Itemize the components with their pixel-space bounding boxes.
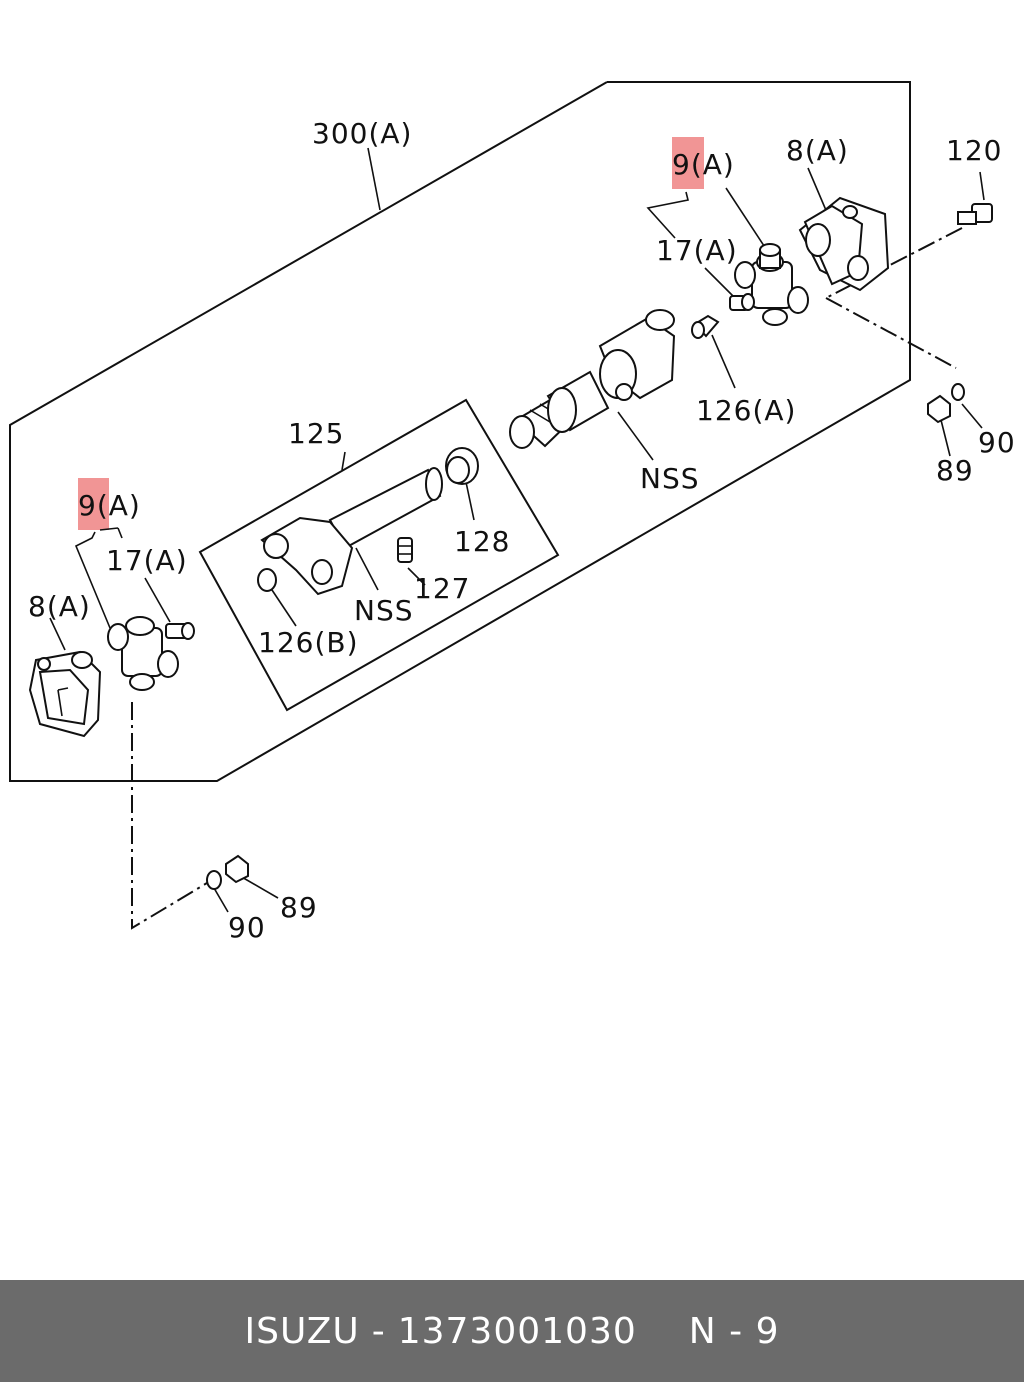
exploded-parts-diagram: 300(A) 9(A) 8(A) 120 17(A) 126(A) NSS 12… bbox=[9, 81, 1016, 944]
label-grease-fitting-rear: 17(A) bbox=[656, 234, 738, 267]
footer-bar: ISUZU - 1373001030 N - 9 bbox=[0, 1280, 1024, 1382]
center-lines bbox=[131, 227, 963, 930]
front-universal-joint-cross bbox=[107, 616, 179, 691]
footer-part-number: 1373001030 bbox=[397, 1310, 637, 1352]
label-washer-lower: 90 bbox=[228, 911, 266, 944]
label-flange-rear: 8(A) bbox=[786, 134, 849, 167]
slip-yoke-assembly bbox=[509, 309, 676, 449]
label-plug-b: 126(B) bbox=[258, 626, 359, 659]
label-cross-kit-front: 9(A) bbox=[78, 489, 141, 522]
label-flange-front: 8(A) bbox=[28, 590, 91, 623]
label-cross-kit-rear: 9(A) bbox=[672, 148, 735, 181]
tube-125 bbox=[260, 467, 443, 596]
label-grease-fitting-front: 17(A) bbox=[106, 544, 188, 577]
leader-lines bbox=[49, 147, 985, 913]
label-nss-tube: NSS bbox=[354, 594, 414, 627]
upper-nut-washer bbox=[927, 383, 965, 424]
bolt-120 bbox=[957, 203, 993, 225]
label-bolt: 120 bbox=[946, 134, 1002, 167]
highlight-marker-front bbox=[78, 478, 109, 530]
label-plug-a: 126(A) bbox=[696, 394, 796, 427]
label-tube: 125 bbox=[288, 417, 344, 450]
rear-universal-joint-cross bbox=[734, 243, 809, 326]
highlight-marker-rear bbox=[672, 137, 704, 189]
label-washer-upper: 90 bbox=[978, 426, 1016, 459]
label-fitting-127: 127 bbox=[414, 572, 470, 605]
seal-128 bbox=[445, 447, 479, 485]
rear-grease-fitting bbox=[729, 293, 755, 311]
plug-126b bbox=[257, 568, 277, 592]
label-seal: 128 bbox=[454, 525, 510, 558]
label-nut-lower: 89 bbox=[280, 891, 318, 924]
front-flange-yoke bbox=[28, 650, 102, 738]
label-nut-upper: 89 bbox=[936, 454, 974, 487]
label-nss-yoke: NSS bbox=[640, 462, 700, 495]
lower-nut-washer bbox=[206, 854, 249, 890]
rear-flange-yoke bbox=[798, 196, 890, 292]
assembly-outline bbox=[9, 81, 911, 782]
footer-page-ref: N - 9 bbox=[688, 1310, 780, 1352]
label-assembly: 300(A) bbox=[312, 117, 412, 150]
tube-subassembly-box bbox=[198, 398, 560, 712]
front-grease-fitting bbox=[165, 622, 195, 640]
fitting-127 bbox=[397, 537, 413, 563]
footer-brand: ISUZU bbox=[244, 1310, 360, 1352]
plug-126a bbox=[691, 314, 720, 339]
footer-separator: - bbox=[371, 1310, 386, 1352]
